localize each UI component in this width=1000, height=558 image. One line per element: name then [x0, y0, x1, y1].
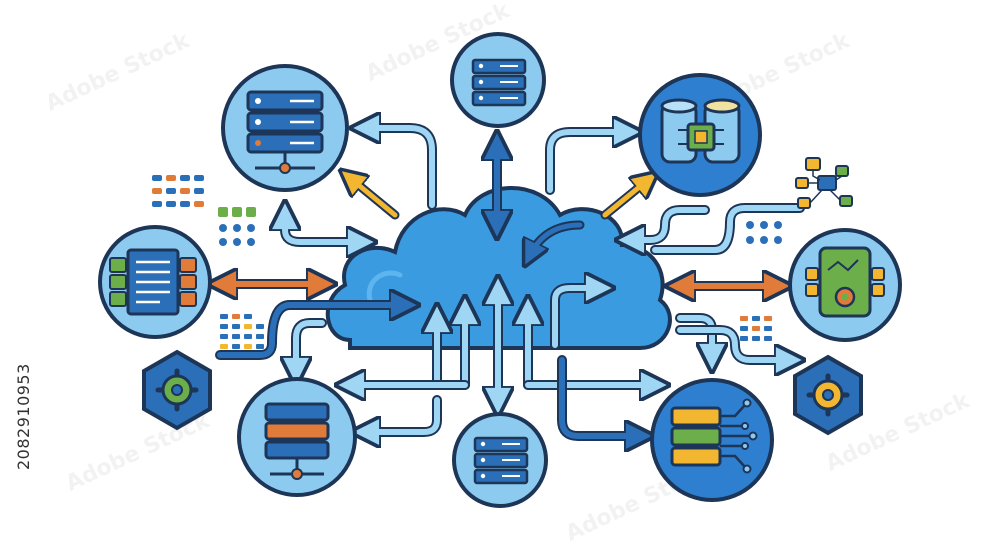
server-circuit-node-bottom-right [650, 378, 774, 502]
dot-cluster-left-top [152, 175, 204, 207]
server-node-top-center [450, 32, 546, 128]
connection-arrows [220, 128, 800, 436]
device-gear-node-right [788, 228, 902, 342]
server-rack-icon [473, 436, 529, 485]
image-id-label: 2082910953 [14, 363, 33, 470]
database-chip-icon [660, 98, 741, 164]
dot-cluster-left-mid [218, 207, 256, 246]
flowchart-icon [795, 157, 853, 209]
server-circuit-icon [670, 398, 758, 474]
document-stack-icon [109, 248, 197, 316]
server-rack-icon [246, 90, 324, 174]
dot-cluster-right-low [740, 316, 772, 341]
gear-hexagon-left [142, 349, 212, 431]
gear-icon [806, 373, 850, 417]
server-node-bottom-left [237, 377, 357, 497]
dot-cluster-right-mid [746, 221, 782, 244]
device-gear-icon [805, 246, 885, 318]
dot-cluster-left-low [220, 314, 264, 349]
server-node-top-left [221, 64, 349, 192]
server-node-bottom-center [452, 412, 548, 508]
document-stack-node-left [98, 225, 212, 339]
database-chip-node-top-right [638, 73, 762, 197]
server-rack-icon [264, 402, 330, 480]
gear-hexagon-right [793, 354, 863, 436]
gear-icon [155, 368, 199, 412]
server-rack-icon [471, 58, 527, 107]
